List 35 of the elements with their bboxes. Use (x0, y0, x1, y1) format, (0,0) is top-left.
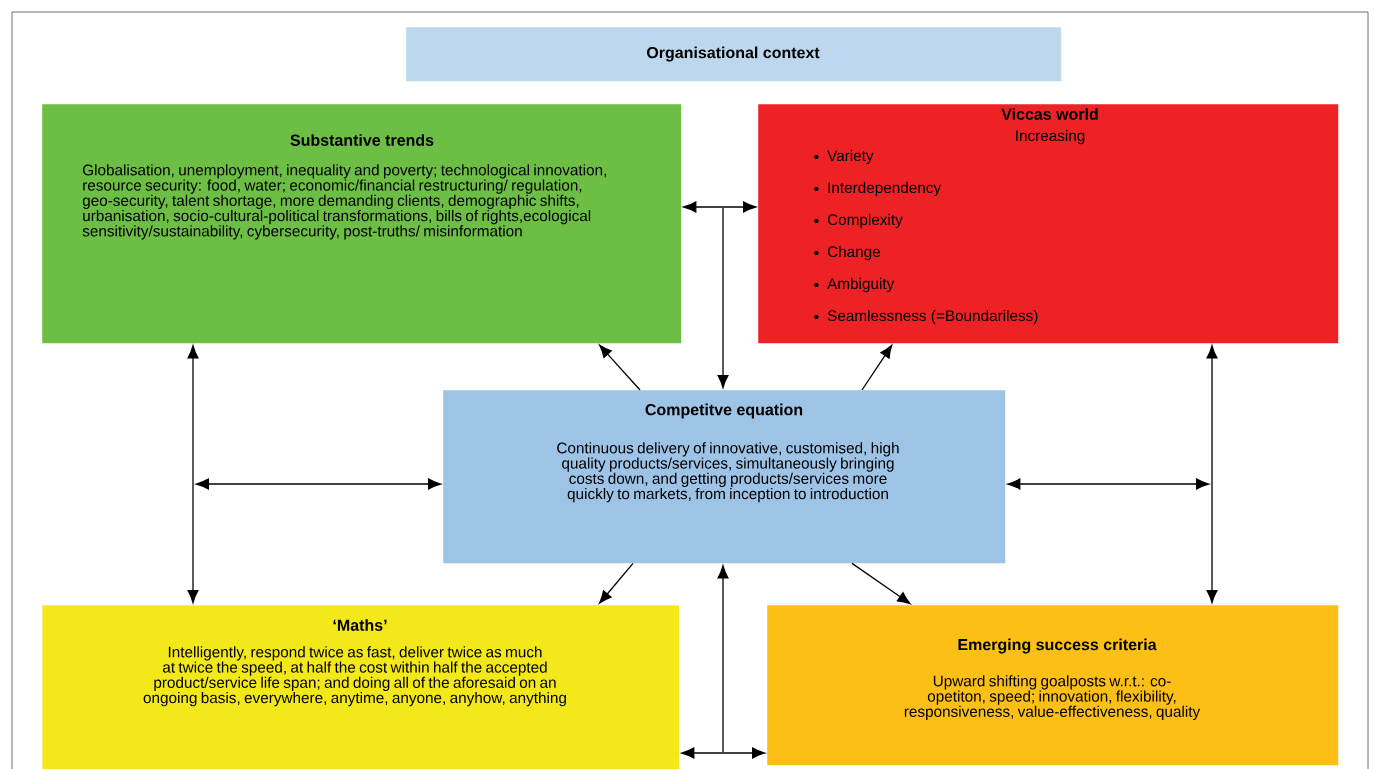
box-text: Continuous delivery of innovative, customised, high quality products/services, simultaneously bringing costs down, and getting products/services more quickly to markets, from inception to introduction (557, 442, 899, 503)
world-box (758, 104, 1339, 344)
box-title: Substantive trends (290, 134, 434, 146)
box-text: Increasing (1016, 129, 1085, 145)
arrow (1206, 345, 1218, 604)
arrow (851, 562, 911, 605)
arrow (187, 345, 199, 604)
arrow (861, 344, 893, 391)
box-title: Competitve equation (645, 403, 803, 419)
bullet-item: Interdependency (814, 181, 942, 197)
bullet-item: Seamlessness (=Boundariless) (814, 309, 1038, 325)
box-title: Viccas world (1001, 108, 1098, 120)
arrow (683, 201, 757, 213)
arrow (195, 478, 442, 490)
box-title: ‘Maths’ (333, 619, 387, 631)
arrow (599, 562, 634, 604)
box-text: Upward shifting goalposts w.r.t.: co-opetiton, speed; innovation, flexibility, responsiveness, value-effectiveness, quality (904, 675, 1201, 720)
arrow (717, 207, 729, 389)
trends-box (42, 104, 682, 344)
bullet-item: Ambiguity (814, 277, 895, 293)
arrow (1007, 478, 1210, 490)
bullet-item: Change (814, 245, 880, 261)
arrow (599, 344, 641, 391)
box-title: Emerging success criteria (958, 638, 1157, 654)
arrow (717, 565, 729, 753)
box-text: Globalisation, unemployment, inequality and poverty; technological innovation, resource security: food, water; economic/financial restructuring/ regulation, geo-security, talent shortage, more demanding clients, demographic shifts, urbanisation, socio-cultural-political transformations, bills of rights,ecological sensitivity/sustainability, cybersecurity, post-truths/ misinformation (82, 164, 606, 240)
equation-box (443, 390, 1006, 564)
arrow (681, 747, 766, 759)
criteria-box (767, 605, 1339, 766)
bullet-item: Complexity (814, 213, 903, 229)
box-title: Organisational context (647, 46, 820, 62)
bullet-item: Variety (814, 149, 874, 165)
context-band (406, 27, 1062, 82)
maths-box (42, 605, 680, 769)
box-text: Intelligently, respond twice as fast, deliver twice as much at twice the speed, at half the cost within half the accepted product/service life span; and doing all of the aforesaid on an ongoing basis, everywhere, anytime, anyone, anyhow, anything (143, 646, 566, 707)
